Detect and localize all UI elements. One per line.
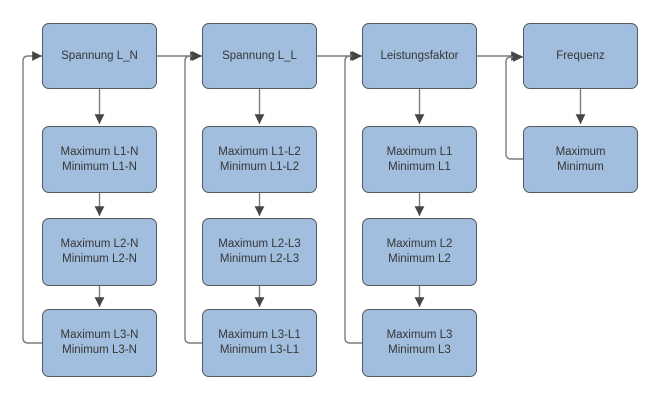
feedback-loop-col3 [344,51,362,344]
node-label-line2: Minimum L2-N [62,253,137,265]
node-max-min-l2-l3: Maximum L2-L3 Minimum L2-L3 [202,218,317,286]
node-max-min-l1-n: Maximum L1-N Minimum L1-N [42,126,157,193]
node-frequenz: Frequenz [523,23,638,89]
node-label-line1: Maximum L3-L1 [218,329,301,342]
node-max-min-l2: Maximum L2 Minimum L2 [362,218,477,286]
node-label-line2: Minimum L1 [388,160,451,173]
node-spannung-l-l: Spannung L_L [202,23,317,89]
node-label-line2: Minimum [557,160,604,173]
node-label: Spannung L_L [222,49,297,62]
node-label-line1: Maximum L3-N [60,329,139,342]
node-max-min-frequenz: Maximum Minimum [523,126,638,193]
node-label-line2: Minimum L3-N [62,344,137,356]
node-max-min-l1-l2: Maximum L1-L2 Minimum L1-L2 [202,126,317,193]
node-label-line2: Minimum L2-L3 [219,253,300,265]
feedback-loop-col4 [505,52,523,160]
node-label-line1: Maximum L1-L2 [218,145,301,158]
node-label-line1: Maximum [555,145,606,158]
node-label: Frequenz [556,49,605,62]
node-max-min-l3-l1: Maximum L3-L1 Minimum L3-L1 [202,309,317,377]
node-label-line1: Maximum L2-L3 [218,238,301,251]
node-label-line2: Minimum L1-N [62,160,137,173]
node-label-line2: Minimum L3-L1 [219,344,300,356]
node-label-line1: Maximum L1 [386,145,453,158]
feedback-loop-col1 [22,51,42,344]
node-label-line1: Maximum L1-N [60,145,139,158]
feedback-loop-col2 [184,51,203,344]
node-label-line1: Maximum L2-N [60,238,139,251]
node-max-min-l3: Maximum L3 Minimum L3 [362,309,477,377]
node-label: Spannung L_N [61,49,138,62]
node-label: Leistungsfaktor [380,49,459,62]
node-label-line2: Minimum L1-L2 [219,160,300,173]
node-leistungsfaktor: Leistungsfaktor [362,23,477,89]
node-max-min-l3-n: Maximum L3-N Minimum L3-N [42,309,157,377]
node-max-min-l2-n: Maximum L2-N Minimum L2-N [42,218,157,286]
node-max-min-l1: Maximum L1 Minimum L1 [362,126,477,193]
node-label-line2: Minimum L2 [388,253,451,265]
node-label-line2: Minimum L3 [388,344,451,356]
node-spannung-l-n: Spannung L_N [42,23,157,89]
node-label-line1: Maximum L2 [386,238,453,251]
node-label-line1: Maximum L3 [386,329,453,342]
